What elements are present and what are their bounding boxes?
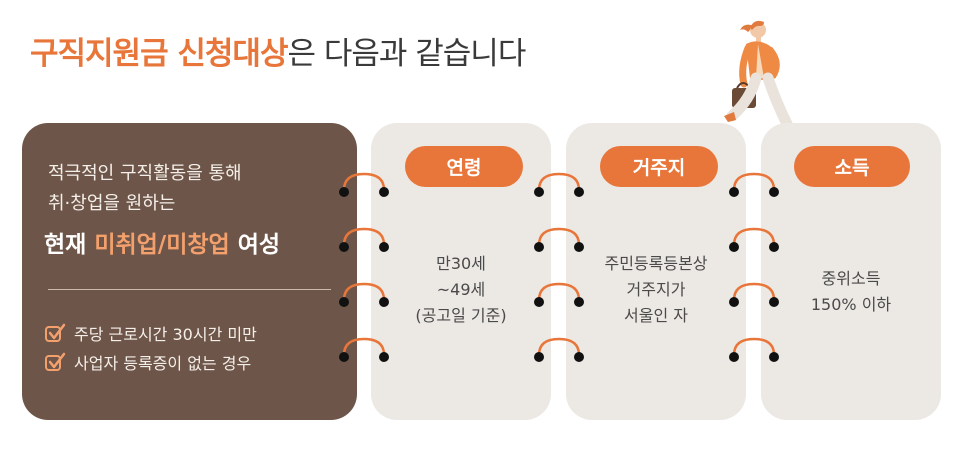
residence-criteria: 주민등록등본상 거주지가 서울인 자: [566, 251, 746, 329]
residence-card: 거주지 주민등록등본상 거주지가 서울인 자: [566, 123, 746, 420]
criteria-line: (공고일 기준): [415, 306, 507, 325]
lead-line-2: 취·창업을 원하는: [48, 193, 176, 214]
target-headline: 현재 미취업/미창업 여성: [44, 225, 280, 259]
criteria-line: 만30세: [436, 254, 486, 273]
condition-item: 사업자 등록증이 없는 경우: [44, 350, 251, 374]
criteria-line: 서울인 자: [624, 306, 688, 325]
headline-highlight: 미취업/미창업: [94, 232, 230, 258]
condition-text: 주당 근로시간 30시간 미만: [74, 325, 257, 344]
income-card: 소득 중위소득 150% 이하: [761, 123, 941, 420]
headline-pre: 현재: [44, 232, 95, 258]
residence-label: 거주지: [600, 146, 718, 187]
age-card: 연령 만30세 ~49세 (공고일 기준): [371, 123, 551, 420]
target-description-card: 적극적인 구직활동을 통해 취·창업을 원하는 현재 미취업/미창업 여성 주당…: [22, 123, 357, 420]
age-criteria: 만30세 ~49세 (공고일 기준): [371, 251, 551, 329]
divider: [48, 289, 331, 290]
criteria-line: 거주지가: [626, 280, 686, 299]
page-title: 구직지원금 신청대상은 다음과 같습니다: [30, 28, 526, 73]
check-icon: [45, 352, 66, 371]
criteria-line: 중위소득: [821, 269, 881, 288]
criteria-line: 150% 이하: [810, 295, 892, 314]
title-rest: 은 다음과 같습니다: [287, 36, 526, 72]
check-icon: [45, 323, 66, 342]
age-label: 연령: [405, 146, 523, 187]
criteria-line: 주민등록등본상: [604, 254, 708, 273]
income-label: 소득: [794, 146, 910, 187]
walking-woman-illustration: [724, 20, 796, 132]
headline-post: 여성: [229, 232, 281, 258]
lead-line-1: 적극적인 구직활동을 통해: [48, 163, 242, 184]
criteria-line: ~49세: [436, 280, 486, 299]
income-criteria: 중위소득 150% 이하: [761, 266, 941, 318]
condition-item: 주당 근로시간 30시간 미만: [44, 321, 257, 345]
condition-text: 사업자 등록증이 없는 경우: [74, 354, 252, 373]
title-highlight: 구직지원금 신청대상: [30, 36, 288, 72]
